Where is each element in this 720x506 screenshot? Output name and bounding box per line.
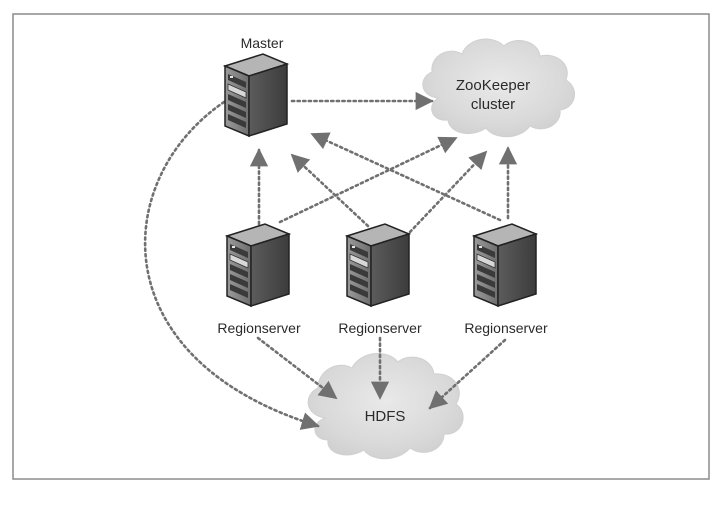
- hdfs-label: HDFS: [365, 408, 406, 425]
- regionserver-2-server-icon: [346, 223, 410, 307]
- edge-rs3-master: [310, 132, 502, 222]
- edge-rs1-zookeeper: [278, 136, 458, 224]
- edge-rs2-master: [290, 153, 370, 228]
- regionserver-1-label: Regionserver: [217, 320, 301, 336]
- regionserver-3-label: Regionserver: [464, 320, 548, 336]
- edge-rs3-hdfs: [428, 338, 507, 410]
- regionserver-2-label: Regionserver: [338, 320, 422, 336]
- master-label: Master: [241, 35, 284, 51]
- hdfs-cloud-icon: [307, 353, 464, 460]
- zookeeper-cloud-icon: [422, 38, 575, 138]
- zookeeper-label-line1: ZooKeeper: [456, 77, 530, 94]
- edge-master-hdfs: [143, 100, 320, 430]
- regionserver-3-server-icon: [473, 223, 537, 307]
- zookeeper-label-line2: cluster: [471, 96, 515, 113]
- regionserver-1-server-icon: [226, 223, 290, 307]
- edge-group: [143, 91, 518, 430]
- edge-rs2-zookeeper: [408, 150, 488, 234]
- master-server-icon: [224, 53, 288, 137]
- edge-rs1-hdfs: [256, 336, 338, 400]
